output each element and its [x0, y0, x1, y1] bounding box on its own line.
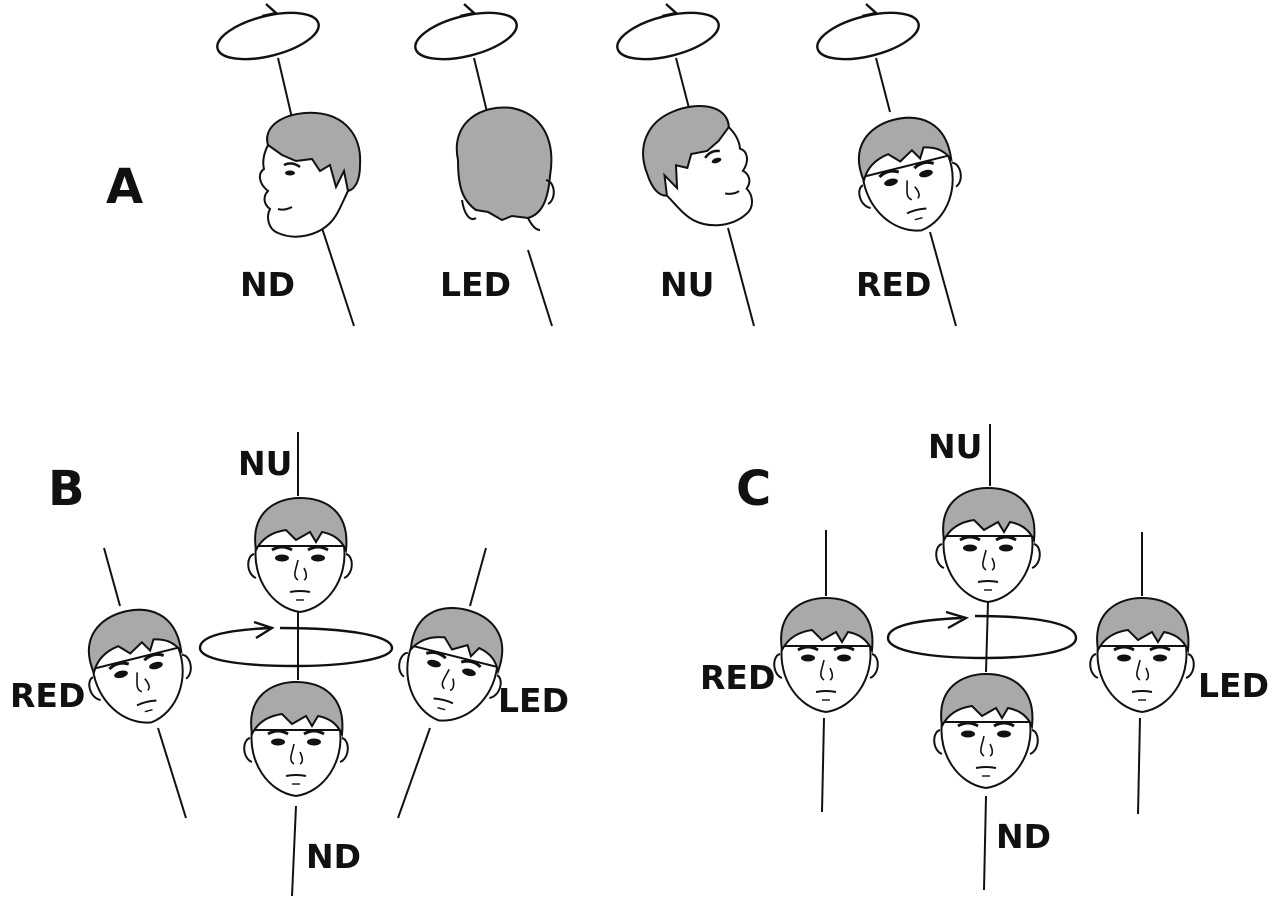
panel-c-letter: C [736, 461, 771, 517]
panel-a-label-nu: NU [660, 265, 714, 304]
face-head-icon [842, 105, 974, 245]
panel-c-label-led: LED [1198, 666, 1269, 705]
panel-c-label-nu: NU [928, 427, 982, 466]
panel-b-letter: B [48, 461, 85, 517]
panel-a-head-led [409, 2, 555, 327]
panel-a-label-red: RED [856, 265, 931, 304]
panel-c-label-nd: ND [996, 817, 1051, 856]
profile-head-icon [629, 92, 767, 244]
panel-c-head-right [1088, 532, 1196, 815]
panel-b-label-nd: ND [306, 837, 361, 876]
panel-c-label-red: RED [700, 658, 775, 697]
panel-c-head-bottom [932, 672, 1040, 790]
rotation-arrow-icon [211, 2, 325, 70]
panel-b-label-red: RED [10, 676, 85, 715]
rotation-arrow-icon [409, 2, 523, 70]
rotation-arrow-icon [811, 2, 925, 70]
panel-a-label-led: LED [440, 265, 511, 304]
panel-a-head-red [811, 2, 974, 327]
panel-c-head-left [772, 530, 880, 813]
panel-b-head-bottom [242, 680, 350, 798]
rotation-arrow-icon [611, 2, 725, 70]
back-of-head-icon [455, 106, 555, 231]
panel-a-letter: A [106, 159, 143, 215]
panel-c-rotation-arrow-icon [886, 610, 1078, 660]
panel-b-head-left [72, 547, 204, 819]
panel-a-label-nd: ND [240, 265, 295, 304]
panel-a-head-nu [611, 2, 767, 327]
panel-b-label-led: LED [498, 681, 569, 720]
panel-b-rotation-arrow-icon [198, 620, 394, 668]
panel-b-head-top [246, 496, 354, 614]
profile-head-icon [258, 111, 362, 238]
panel-c-head-top [934, 486, 1042, 604]
panel-b-label-nu: NU [238, 444, 292, 483]
panel-a-head-nd [211, 2, 362, 327]
panel-b-head-right [386, 547, 518, 819]
